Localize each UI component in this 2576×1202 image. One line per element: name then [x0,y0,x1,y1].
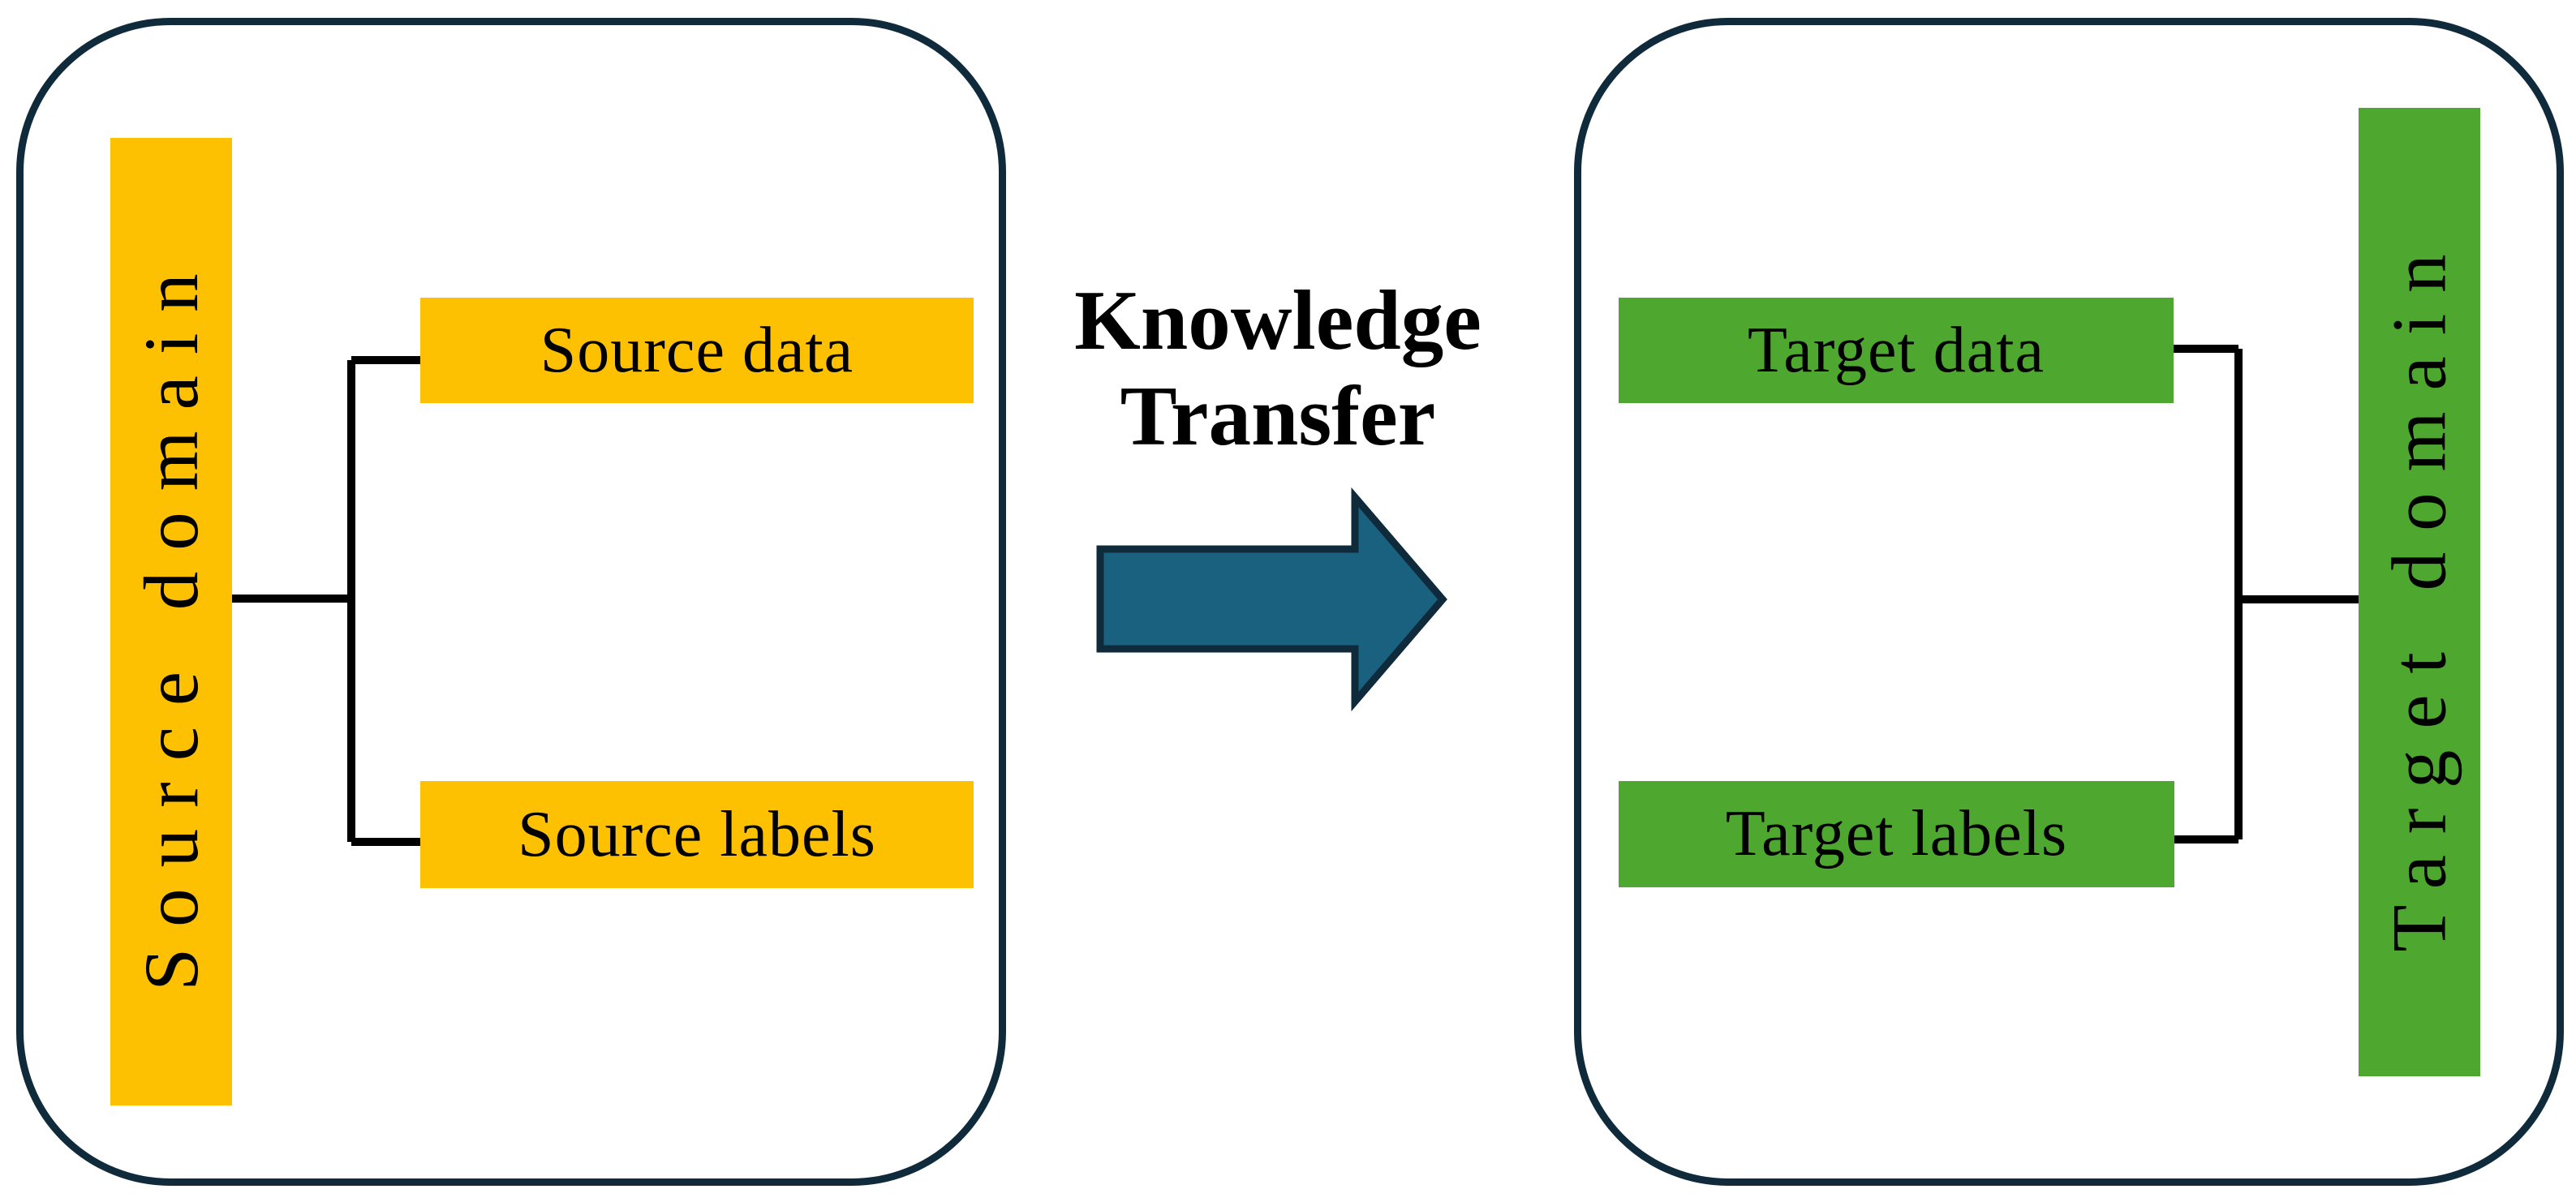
target-labels-label: Target labels [1725,798,2068,869]
source-data-label: Source data [540,314,854,386]
target-domain-panel [1574,18,2564,1186]
knowledge-transfer-title: Knowledge Transfer [1010,273,1546,463]
knowledge-transfer-title-line2: Transfer [1120,367,1436,463]
target-domain-bar: Target domain [2359,108,2480,1076]
target-data-box: Target data [1619,298,2174,403]
source-data-box: Source data [420,298,974,403]
target-data-label: Target data [1748,314,2045,386]
target-labels-box: Target labels [1619,781,2174,887]
source-labels-label: Source labels [518,798,876,870]
target-domain-label: Target domain [2376,232,2462,952]
source-domain-bar: Source domain [110,138,232,1105]
knowledge-transfer-title-line1: Knowledge [1074,273,1482,367]
knowledge-transfer-arrow-icon [1096,487,1447,712]
source-domain-label: Source domain [127,252,214,991]
source-domain-panel [16,18,1006,1186]
source-labels-box: Source labels [420,781,974,888]
